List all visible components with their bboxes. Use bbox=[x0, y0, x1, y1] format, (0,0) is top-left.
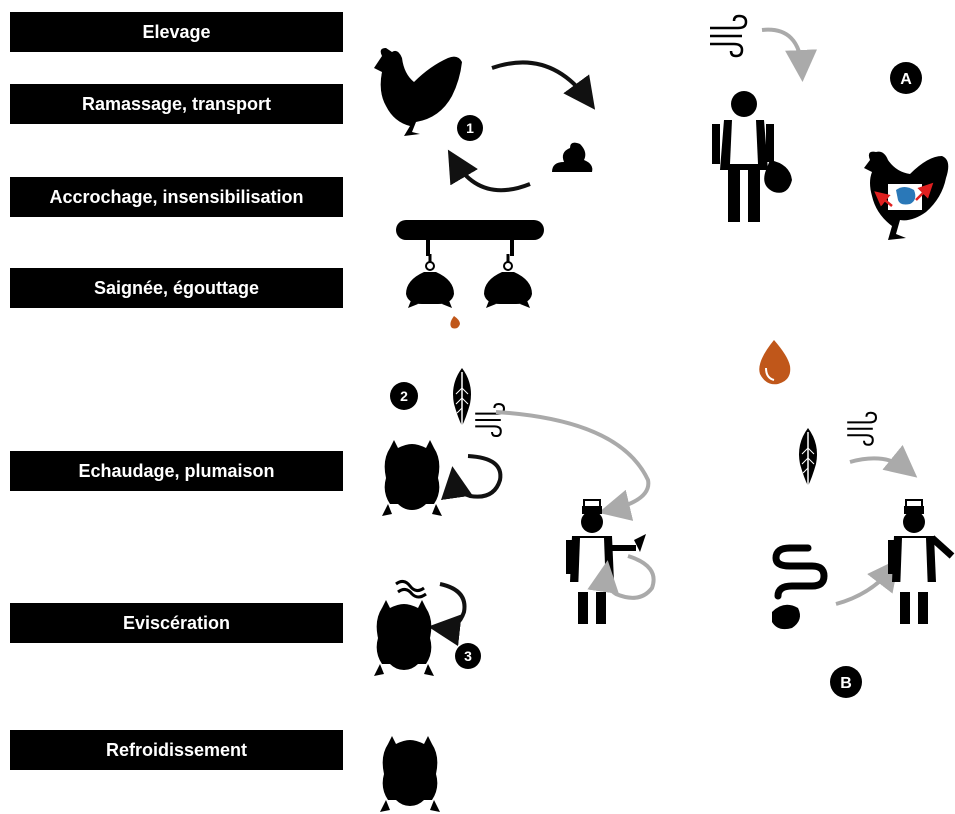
step-accrochage-insensibilisation: Accrochage, insensibilisation bbox=[10, 177, 343, 217]
feather-icon-b bbox=[798, 427, 818, 489]
plucked-chicken-icon-cooling bbox=[380, 736, 440, 812]
plucked-chicken-icon-3 bbox=[374, 600, 434, 676]
svg-text:2: 2 bbox=[400, 388, 408, 404]
step-evisceration: Eviscération bbox=[10, 603, 343, 643]
evisceration-arrow bbox=[428, 582, 467, 647]
step-elevage: Elevage bbox=[10, 12, 343, 52]
farmer-icon bbox=[712, 91, 792, 222]
intestines-icon bbox=[772, 544, 828, 600]
blood-drop-icon bbox=[759, 340, 791, 385]
feather-icon-2 bbox=[452, 367, 472, 429]
operator-rotation-arrow bbox=[587, 554, 656, 600]
svg-text:1: 1 bbox=[466, 120, 474, 136]
svg-text:B: B bbox=[840, 675, 852, 692]
hen-icon bbox=[374, 48, 462, 136]
arrow-b-organs-to-operator bbox=[835, 558, 900, 606]
cycle-arrow-icon bbox=[447, 60, 596, 193]
arrow-feather-to-operator bbox=[495, 410, 651, 521]
shackle-line-icon bbox=[396, 220, 544, 310]
sick-hen-icon bbox=[864, 151, 949, 240]
marker-1: 1 bbox=[457, 115, 483, 141]
marker-b: B bbox=[830, 666, 862, 698]
step-ramassage-transport: Ramassage, transport bbox=[10, 84, 343, 124]
marker-2: 2 bbox=[390, 382, 418, 410]
step-saignee-egouttage: Saignée, égouttage bbox=[10, 268, 343, 308]
svg-text:A: A bbox=[900, 71, 912, 88]
step-echaudage-plumaison: Echaudage, plumaison bbox=[10, 451, 343, 491]
blood-drop-small-icon bbox=[450, 316, 460, 329]
marker-3: 3 bbox=[455, 643, 481, 669]
liver-icon bbox=[772, 604, 800, 630]
operator-icon-b bbox=[887, 499, 955, 625]
wind-icon-2 bbox=[474, 402, 506, 438]
svg-text:3: 3 bbox=[464, 648, 472, 664]
wind-icon-a bbox=[708, 14, 748, 58]
operator-icon-2 bbox=[565, 499, 646, 625]
intestines-small-icon bbox=[395, 579, 427, 599]
wind-icon-b bbox=[846, 411, 878, 446]
rotation-arrow-2 bbox=[440, 454, 503, 501]
plucked-chicken-icon-2 bbox=[382, 440, 442, 516]
droppings-icon bbox=[552, 142, 593, 172]
arrow-b-wind-to-operator bbox=[849, 444, 918, 478]
marker-a: A bbox=[890, 62, 922, 94]
step-refroidissement: Refroidissement bbox=[10, 730, 343, 770]
arrow-wind-to-farmer bbox=[761, 27, 818, 82]
